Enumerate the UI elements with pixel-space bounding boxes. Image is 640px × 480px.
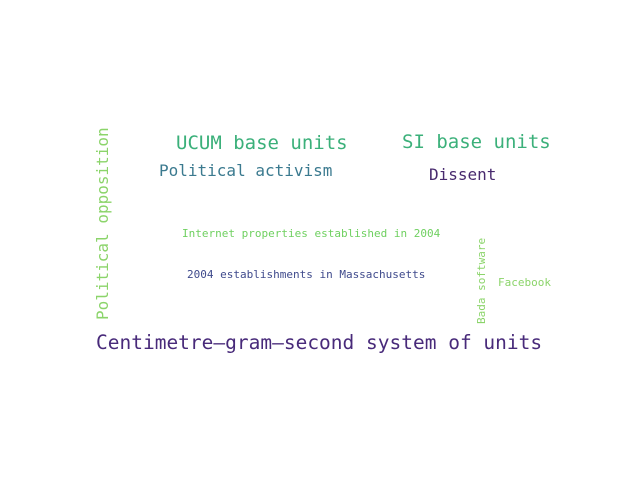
word-si-base-units: SI base units	[402, 131, 551, 153]
word-2004-establishments-massachusetts: 2004 establishments in Massachusetts	[187, 268, 426, 281]
word-ucum-base-units: UCUM base units	[176, 132, 348, 154]
word-internet-properties-2004: Internet properties established in 2004	[182, 227, 441, 240]
word-political-opposition: Political opposition	[93, 127, 112, 320]
word-political-activism: Political activism	[159, 161, 333, 180]
word-centimetre-gram-second: Centimetre–gram–second system of units	[96, 331, 543, 354]
word-dissent: Dissent	[429, 165, 497, 184]
word-bada-software: Bada software	[475, 237, 488, 324]
word-facebook: Facebook	[498, 276, 551, 289]
